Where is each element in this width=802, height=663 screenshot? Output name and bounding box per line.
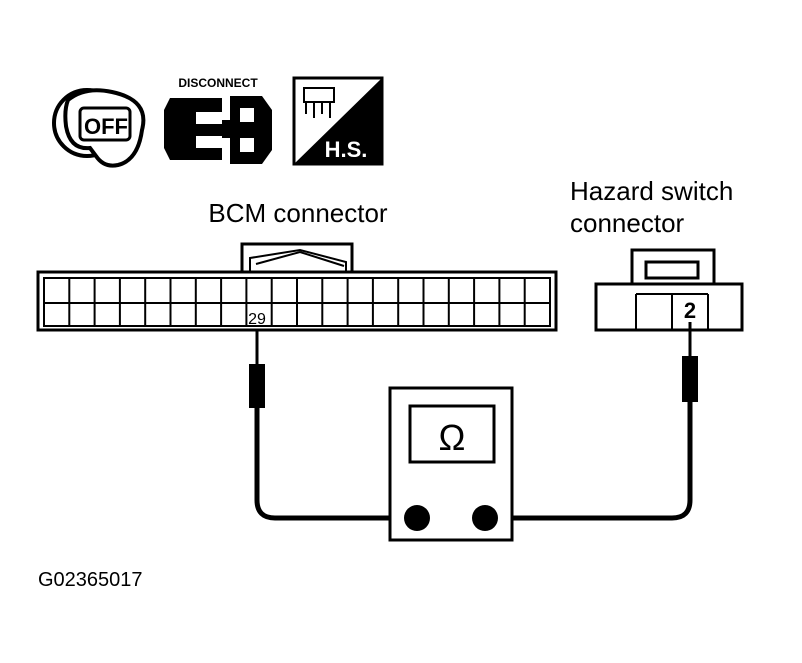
meter-jack-right	[472, 505, 498, 531]
ignition-off-text: OFF	[84, 114, 128, 139]
right-probe	[485, 322, 698, 521]
disconnect-text: DISCONNECT	[178, 76, 258, 90]
ohmmeter-icon: Ω	[388, 386, 514, 542]
bcm-connector: 29	[36, 242, 558, 332]
meter-jack-left	[404, 505, 430, 531]
harness-side-text: H.S.	[325, 137, 368, 162]
hazard-switch-connector: 2	[594, 248, 744, 332]
connector-disconnect-icon: DISCONNECT	[164, 76, 272, 164]
bcm-terminal-29-label: 29	[248, 311, 266, 328]
bcm-terminal-grid	[43, 277, 551, 327]
figure-id: G02365017	[38, 569, 143, 591]
bcm-connector-label: BCM connector	[208, 198, 388, 228]
ignition-key-off-icon: OFF	[52, 88, 146, 168]
hazard-terminal-2-label: 2	[684, 298, 696, 323]
hazard-label-line2: connector	[570, 208, 685, 238]
left-probe	[249, 330, 415, 521]
ohm-symbol: Ω	[439, 417, 466, 458]
harness-side-icon: H.S.	[292, 76, 384, 166]
hazard-label-line1: Hazard switch	[570, 176, 733, 206]
